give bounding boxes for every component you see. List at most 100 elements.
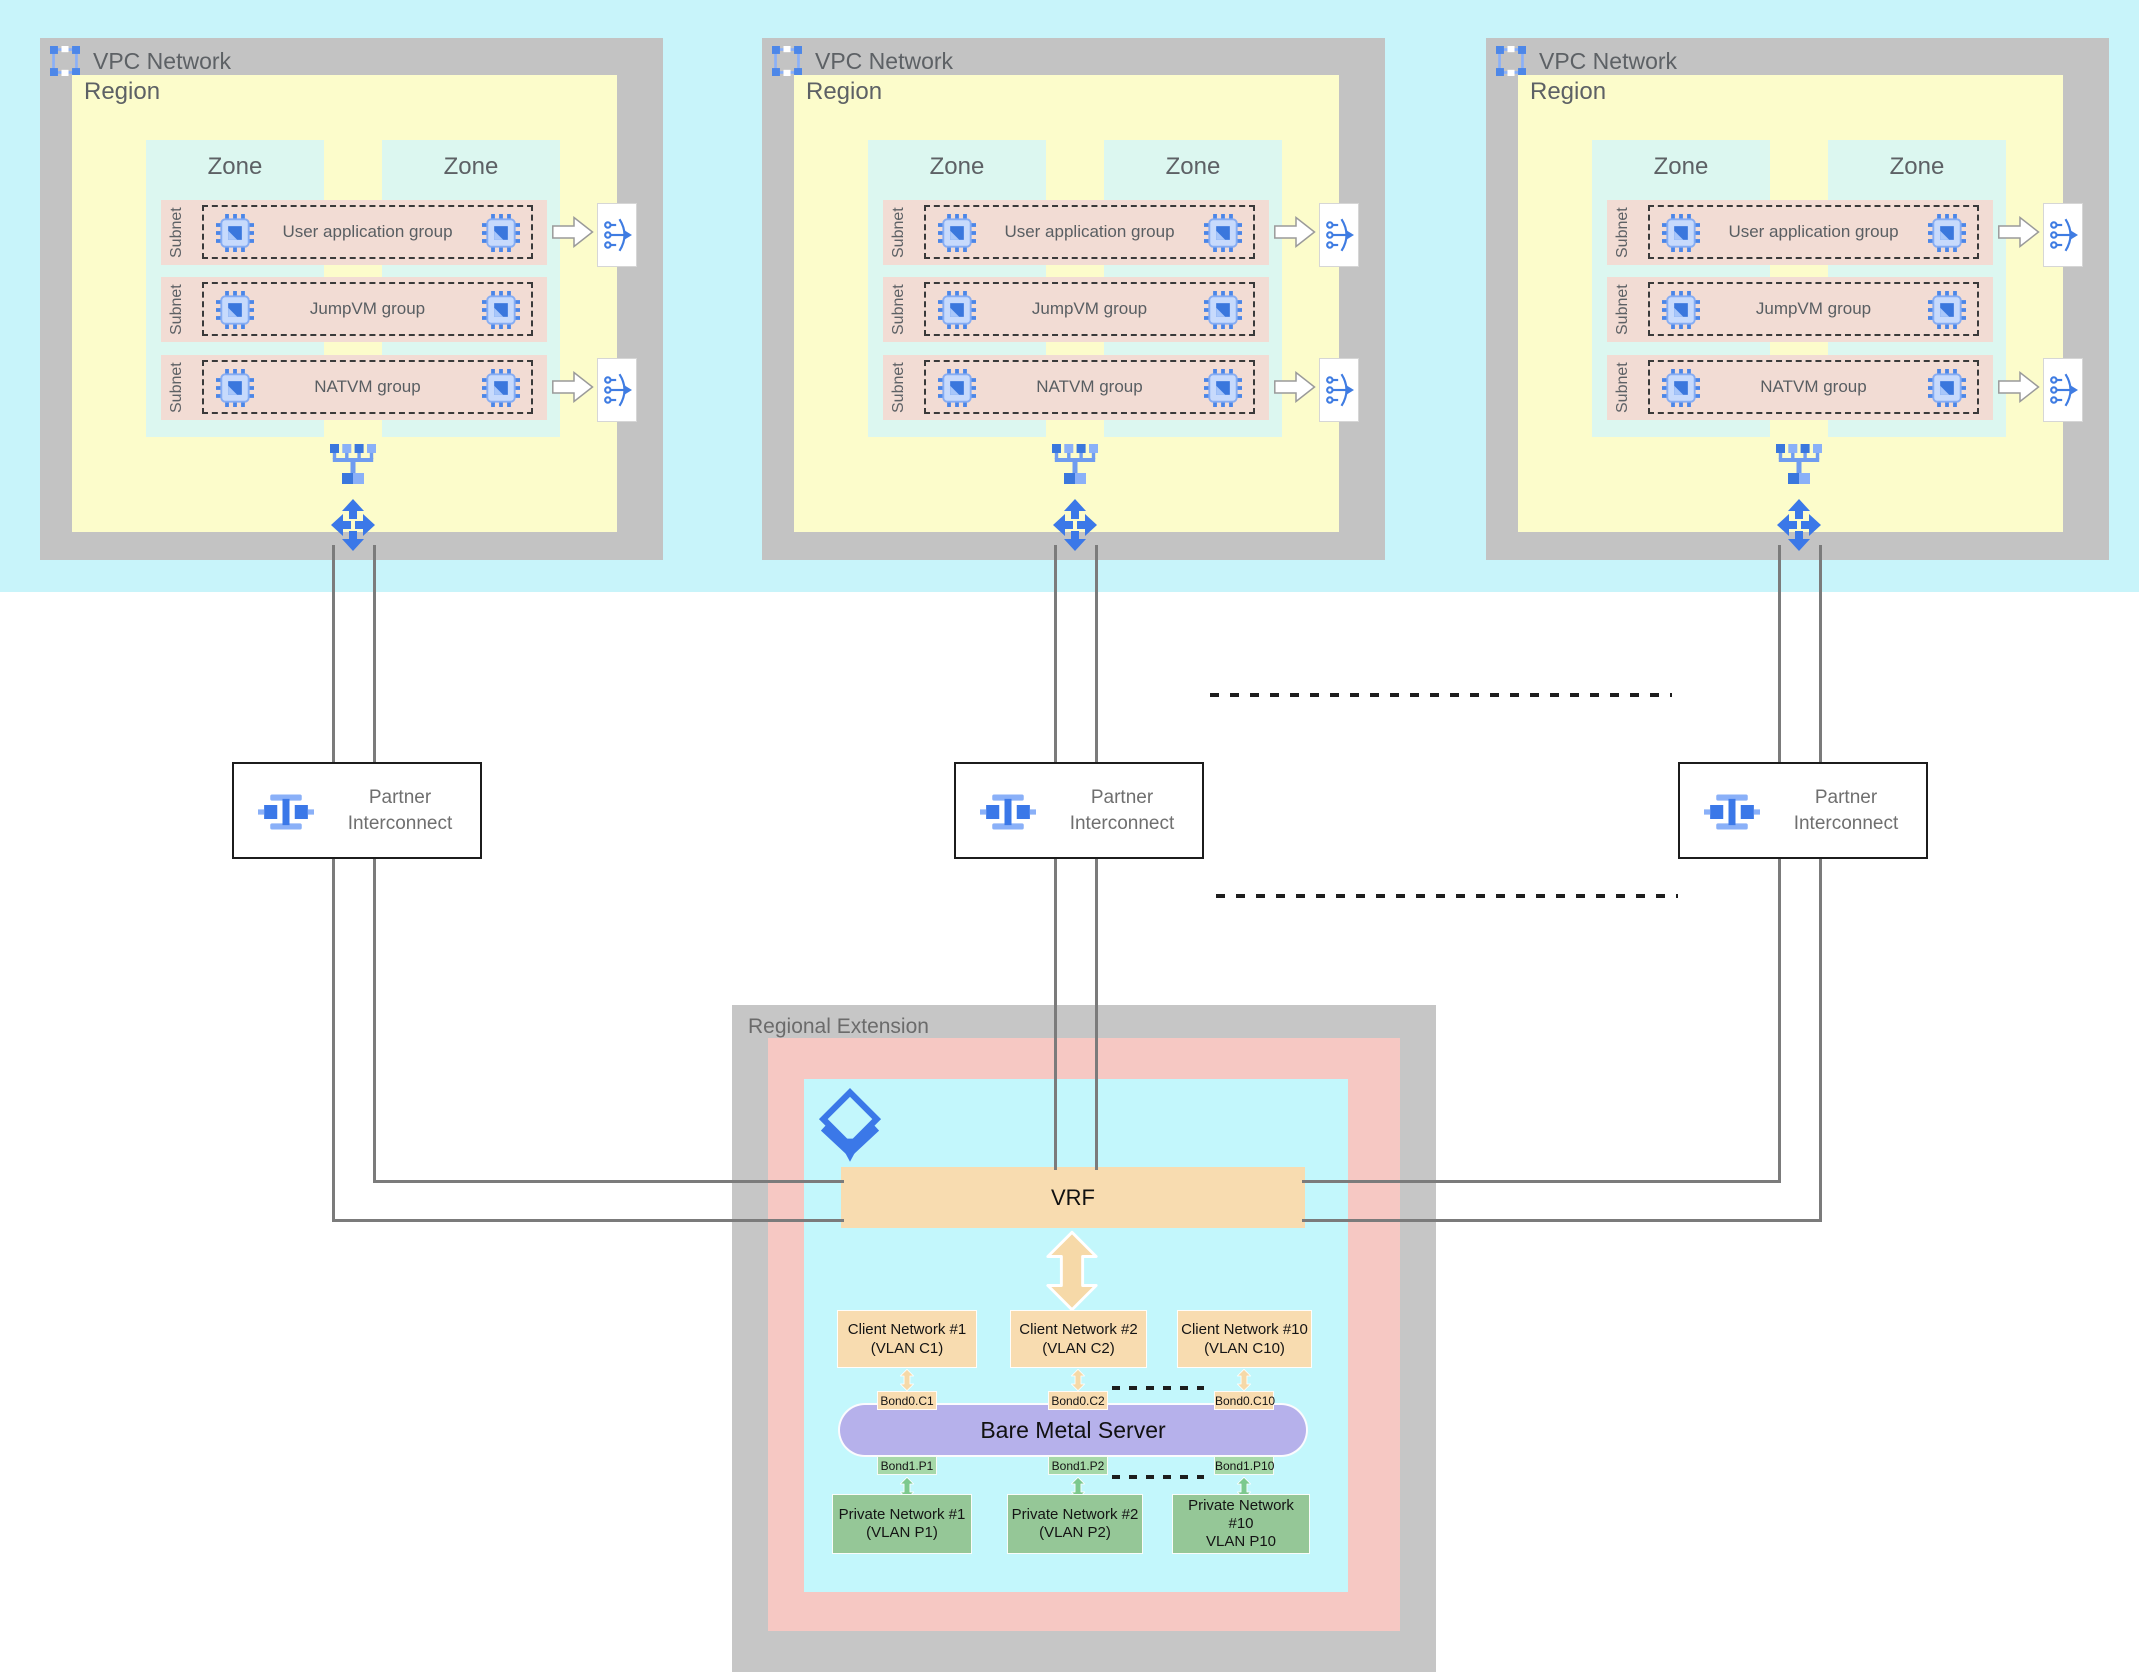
subnet-side-label: Subnet — [890, 362, 907, 413]
vm-chip-icon — [482, 214, 520, 252]
vpc-title: VPC Network — [815, 47, 954, 74]
regional-extension-title: Regional Extension — [748, 1015, 929, 1038]
four-way-arrow-icon — [331, 499, 375, 551]
partner-interconnect-label: Partner Interconnect — [1772, 785, 1920, 836]
connector-line — [1778, 859, 1781, 1183]
interconnect-icon — [1704, 790, 1760, 834]
vpc-network-box-3: VPC Network Region Zone Zone Subnet User… — [1486, 38, 2109, 560]
vpc-title: VPC Network — [1539, 47, 1678, 74]
client-network-box-1: Client Network #1 (VLAN C1) — [837, 1310, 977, 1368]
block-arrow-icon — [1274, 371, 1316, 403]
vm-chip-icon — [1204, 291, 1242, 329]
interconnect-icon — [258, 790, 314, 834]
vm-chip-icon — [1662, 214, 1700, 252]
private-network-name: Private Network #2 — [1011, 1505, 1139, 1523]
private-network-vlan: (VLAN P2) — [1039, 1524, 1111, 1541]
group-label: JumpVM group — [309, 299, 426, 318]
block-arrow-icon — [1998, 371, 2040, 403]
vm-chip-icon — [1662, 291, 1700, 329]
subnet-side-label: Subnet — [168, 207, 185, 258]
dotted-separator — [1216, 894, 1678, 898]
network-switch-icon — [1052, 444, 1098, 486]
connector-line — [1054, 545, 1057, 762]
vm-chip-icon — [1928, 214, 1966, 252]
partner-interconnect-box-3: Partner Interconnect — [1678, 762, 1928, 859]
block-arrow-icon — [552, 216, 594, 248]
vm-chip-icon — [482, 291, 520, 329]
vpc-network-box-1: VPC Network Region Zone Zone Subnet User… — [40, 38, 663, 560]
vm-chip-icon — [482, 369, 520, 407]
connector-line — [332, 859, 335, 1222]
vpc-header: VPC Network — [1496, 44, 1677, 78]
double-arrow-icon — [899, 1366, 915, 1394]
interconnect-icon — [980, 790, 1036, 834]
vpc-icon — [772, 46, 802, 76]
connector-line — [373, 859, 376, 1183]
subnet-side-label: Subnet — [168, 284, 185, 335]
connector-line — [373, 545, 376, 762]
vm-chip-icon — [938, 369, 976, 407]
double-arrow-icon — [1236, 1366, 1252, 1394]
instance-group-box: NATVM group — [1648, 360, 1979, 414]
vm-chip-icon — [1204, 369, 1242, 407]
subnet-row-user-app: Subnet User application group — [883, 200, 1269, 265]
pi-label-line1: Partner — [368, 787, 432, 808]
private-network-vlan: #10 — [1228, 1514, 1254, 1532]
dotted-separator — [1112, 1386, 1204, 1390]
load-balancer-icon — [602, 216, 632, 254]
bond0-label: Bond0.C1 — [877, 1391, 937, 1410]
instance-group-box: User application group — [202, 205, 533, 259]
bond0-label: Bond0.C10 — [1214, 1391, 1275, 1410]
vm-chip-icon — [216, 214, 254, 252]
subnet-side-label: Subnet — [1614, 284, 1631, 335]
connector-line — [1819, 545, 1822, 762]
client-network-box-2: Client Network #2 (VLAN C2) — [1010, 1310, 1147, 1368]
vm-chip-icon — [1204, 214, 1242, 252]
connector-line — [1095, 545, 1098, 762]
connector-line — [1778, 545, 1781, 762]
group-label: NATVM group — [1760, 377, 1867, 396]
block-arrow-icon — [552, 371, 594, 403]
private-network-name: Private Network #1 — [838, 1505, 966, 1523]
instance-group-box: JumpVM group — [202, 282, 533, 336]
zone-label: Zone — [207, 153, 263, 180]
connector-line — [1302, 1219, 1822, 1222]
dotted-separator — [1112, 1475, 1204, 1479]
instance-group-box: User application group — [924, 205, 1255, 259]
instance-group-box: JumpVM group — [924, 282, 1255, 336]
subnet-side-label: Subnet — [890, 284, 907, 335]
network-switch-icon — [330, 444, 376, 486]
load-balancer-box — [597, 358, 637, 422]
pi-label-line2: Interconnect — [1793, 812, 1899, 834]
vpc-icon — [1496, 46, 1526, 76]
client-network-vlan: (VLAN C1) — [870, 1340, 944, 1357]
load-balancer-box — [2043, 358, 2083, 422]
subnet-row-jumpvm: Subnet JumpVM group — [883, 277, 1269, 342]
group-label: User application group — [1728, 222, 1899, 241]
vpc-title: VPC Network — [93, 47, 232, 74]
block-arrow-icon — [1998, 216, 2040, 248]
zone-label: Zone — [929, 153, 985, 180]
subnet-side-label: Subnet — [168, 362, 185, 413]
private-network-box-2: Private Network #2 (VLAN P2) — [1007, 1494, 1143, 1554]
dotted-separator — [1210, 693, 1672, 697]
zone-label: Zone — [1165, 153, 1221, 180]
private-network-name: Private Network — [1188, 1496, 1294, 1514]
load-balancer-icon — [1324, 216, 1354, 254]
subnet-side-label: Subnet — [1614, 207, 1631, 258]
double-arrow-icon — [1070, 1366, 1086, 1394]
pi-label-line1: Partner — [1814, 787, 1878, 808]
instance-group-box: NATVM group — [202, 360, 533, 414]
subnet-row-user-app: Subnet User application group — [161, 200, 547, 265]
region-label: Region — [84, 78, 161, 105]
block-arrow-icon — [1274, 216, 1316, 248]
subnet-side-label: Subnet — [1614, 362, 1631, 413]
bond1-label: Bond1.P1 — [877, 1456, 937, 1475]
partner-interconnect-label: Partner Interconnect — [1048, 785, 1196, 836]
double-arrow-icon — [1043, 1229, 1101, 1313]
bond1-label: Bond1.P2 — [1048, 1456, 1108, 1475]
client-network-name: Client Network #10 — [1181, 1320, 1308, 1338]
private-network-box-10: Private Network #10 VLAN P10 — [1172, 1494, 1310, 1554]
load-balancer-icon — [602, 371, 632, 409]
four-way-arrow-icon — [1777, 499, 1821, 551]
